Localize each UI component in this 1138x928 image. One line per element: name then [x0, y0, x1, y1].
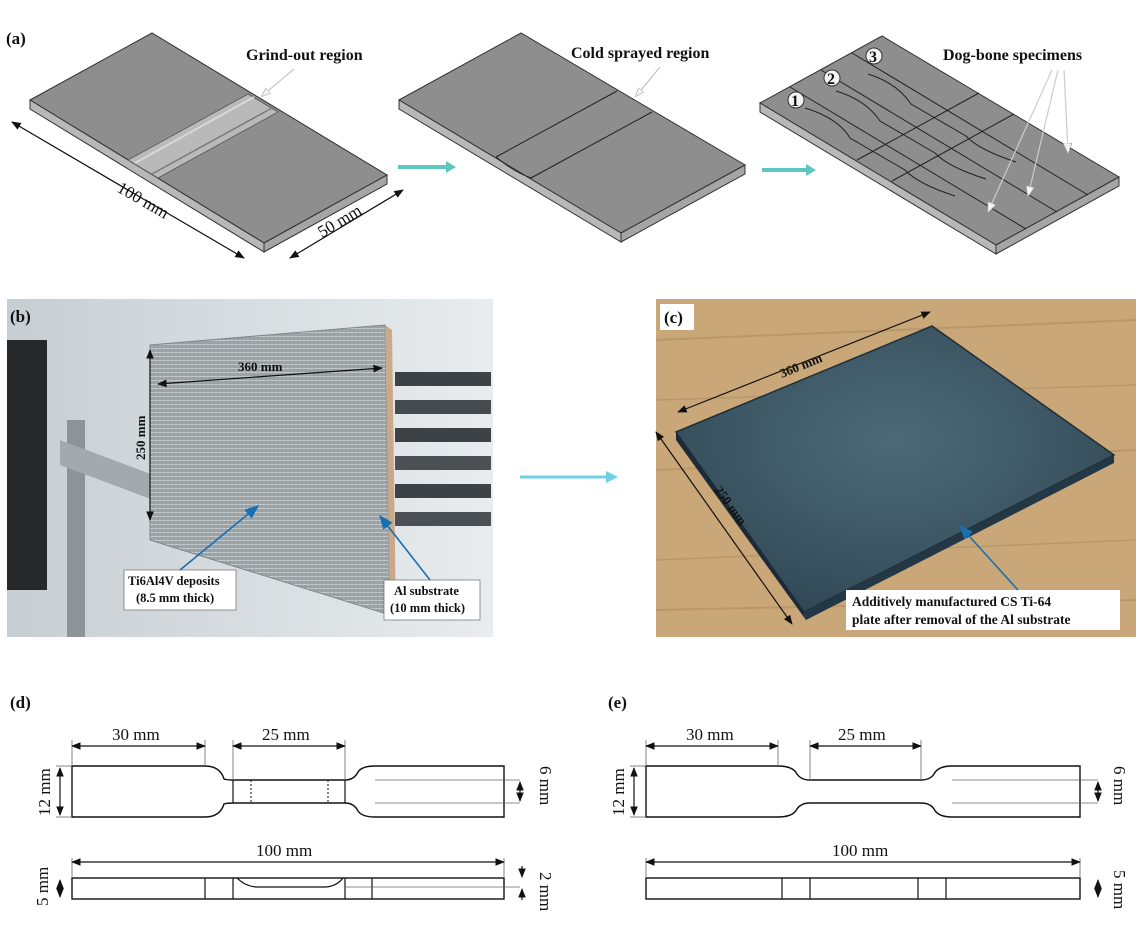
substrate-pointer — [379, 514, 431, 581]
fixture-dark — [7, 340, 47, 590]
ti64-plate-edge-front — [804, 455, 1114, 620]
dog-bone-label: Dog-bone specimens — [943, 47, 1082, 64]
panel-d-label: (d) — [10, 693, 31, 712]
d-grip-length-label: 30 mm — [112, 725, 160, 744]
dim-50mm-line — [289, 189, 404, 259]
e-grip-length-label: 30 mm — [686, 725, 734, 744]
e-gauge-length-label: 25 mm — [838, 725, 886, 744]
specimen-2-number: 2 — [827, 71, 835, 88]
deposit-callout-line1: Ti6Al4V deposits — [128, 574, 220, 588]
flow-arrow-1 — [398, 161, 456, 173]
d-width-label: 12 mm — [35, 768, 54, 816]
c-caption-line1: Additively manufactured CS Ti-64 — [852, 594, 1051, 609]
panel-c-label: (c) — [664, 308, 683, 327]
plate-cold-sprayed — [397, 32, 747, 243]
c-dim-250-line — [655, 431, 793, 625]
d-top-outline — [71, 765, 505, 818]
e-total-length-label: 100 mm — [832, 841, 888, 860]
panel-c: (c) 360 mm 250 mm Additively manufacture… — [655, 299, 1137, 637]
panel-e: (e) 30 mm 25 mm 12 mm 6 mm 100 mm — [608, 693, 1129, 909]
e-top-outline — [645, 765, 1081, 818]
e-gauge-width-label: 6 mm — [1110, 766, 1129, 805]
substrate-callout-line2: (10 mm thick) — [390, 601, 465, 615]
deposit-callout-line2: (8.5 mm thick) — [136, 591, 214, 605]
dog-bone-pointer-1 — [988, 69, 1053, 212]
c-caption-line2: plate after removal of the Al substrate — [852, 612, 1070, 627]
specimen-3-number: 3 — [869, 49, 877, 66]
c-caption-box — [846, 590, 1120, 630]
c-pointer — [959, 524, 1019, 591]
dog-bone-pointer-2 — [1028, 69, 1059, 196]
panel-b: (b) 360 mm 250 mm Ti6Al4V deposits (8.5 … — [7, 299, 493, 637]
grind-out-label: Grind-out region — [246, 47, 363, 64]
d-gauge-thickness-label: 2 mm — [536, 872, 555, 911]
d-total-length-label: 100 mm — [256, 841, 312, 860]
flow-arrow-2 — [762, 164, 816, 176]
plate-dog-bone: 1 2 3 — [758, 35, 1121, 255]
dog-bone-pointer-3 — [1064, 69, 1068, 153]
cold-sprayed-pointer — [636, 66, 661, 96]
panel-a-label: (a) — [6, 29, 26, 48]
panel-d: (d) 30 mm 25 mm 12 mm 6 mm — [10, 693, 555, 911]
e-width-label: 12 mm — [609, 768, 628, 816]
specimen-2-marker — [823, 69, 841, 87]
grind-out-pointer — [262, 68, 295, 96]
c-dim-360-line — [677, 311, 931, 413]
frame-post — [67, 420, 85, 637]
b-dim-360-line — [157, 364, 383, 388]
louvers — [395, 372, 491, 526]
b-dim-250-label: 250 mm — [133, 415, 148, 460]
cold-sprayed-label: Cold sprayed region — [571, 45, 709, 62]
b-dim-360-label: 360 mm — [238, 359, 283, 374]
e-thickness-label: 5 mm — [1110, 870, 1129, 909]
panel-a: (a) Grind-out region 100 mm 50 mm — [6, 29, 1121, 259]
d-side-outline — [71, 877, 505, 900]
substrate-callout-line1: Al substrate — [394, 584, 459, 598]
d-gauge-width-label: 6 mm — [536, 766, 555, 805]
al-substrate-edge — [385, 325, 396, 620]
d-gauge-length-label: 25 mm — [262, 725, 310, 744]
panel-e-label: (e) — [608, 693, 627, 712]
deposit-pointer — [179, 505, 260, 571]
specimen-1-marker — [787, 91, 805, 109]
specimen-1-number: 1 — [791, 93, 799, 110]
specimen-3-marker — [865, 47, 883, 65]
d-thickness-label: 5 mm — [33, 867, 52, 906]
e-side-outline — [645, 877, 1081, 900]
substrate-callout-box — [383, 579, 481, 621]
flow-arrow-bc — [520, 471, 618, 483]
panel-b-label: (b) — [10, 307, 31, 326]
dim-100mm-line — [11, 121, 245, 259]
